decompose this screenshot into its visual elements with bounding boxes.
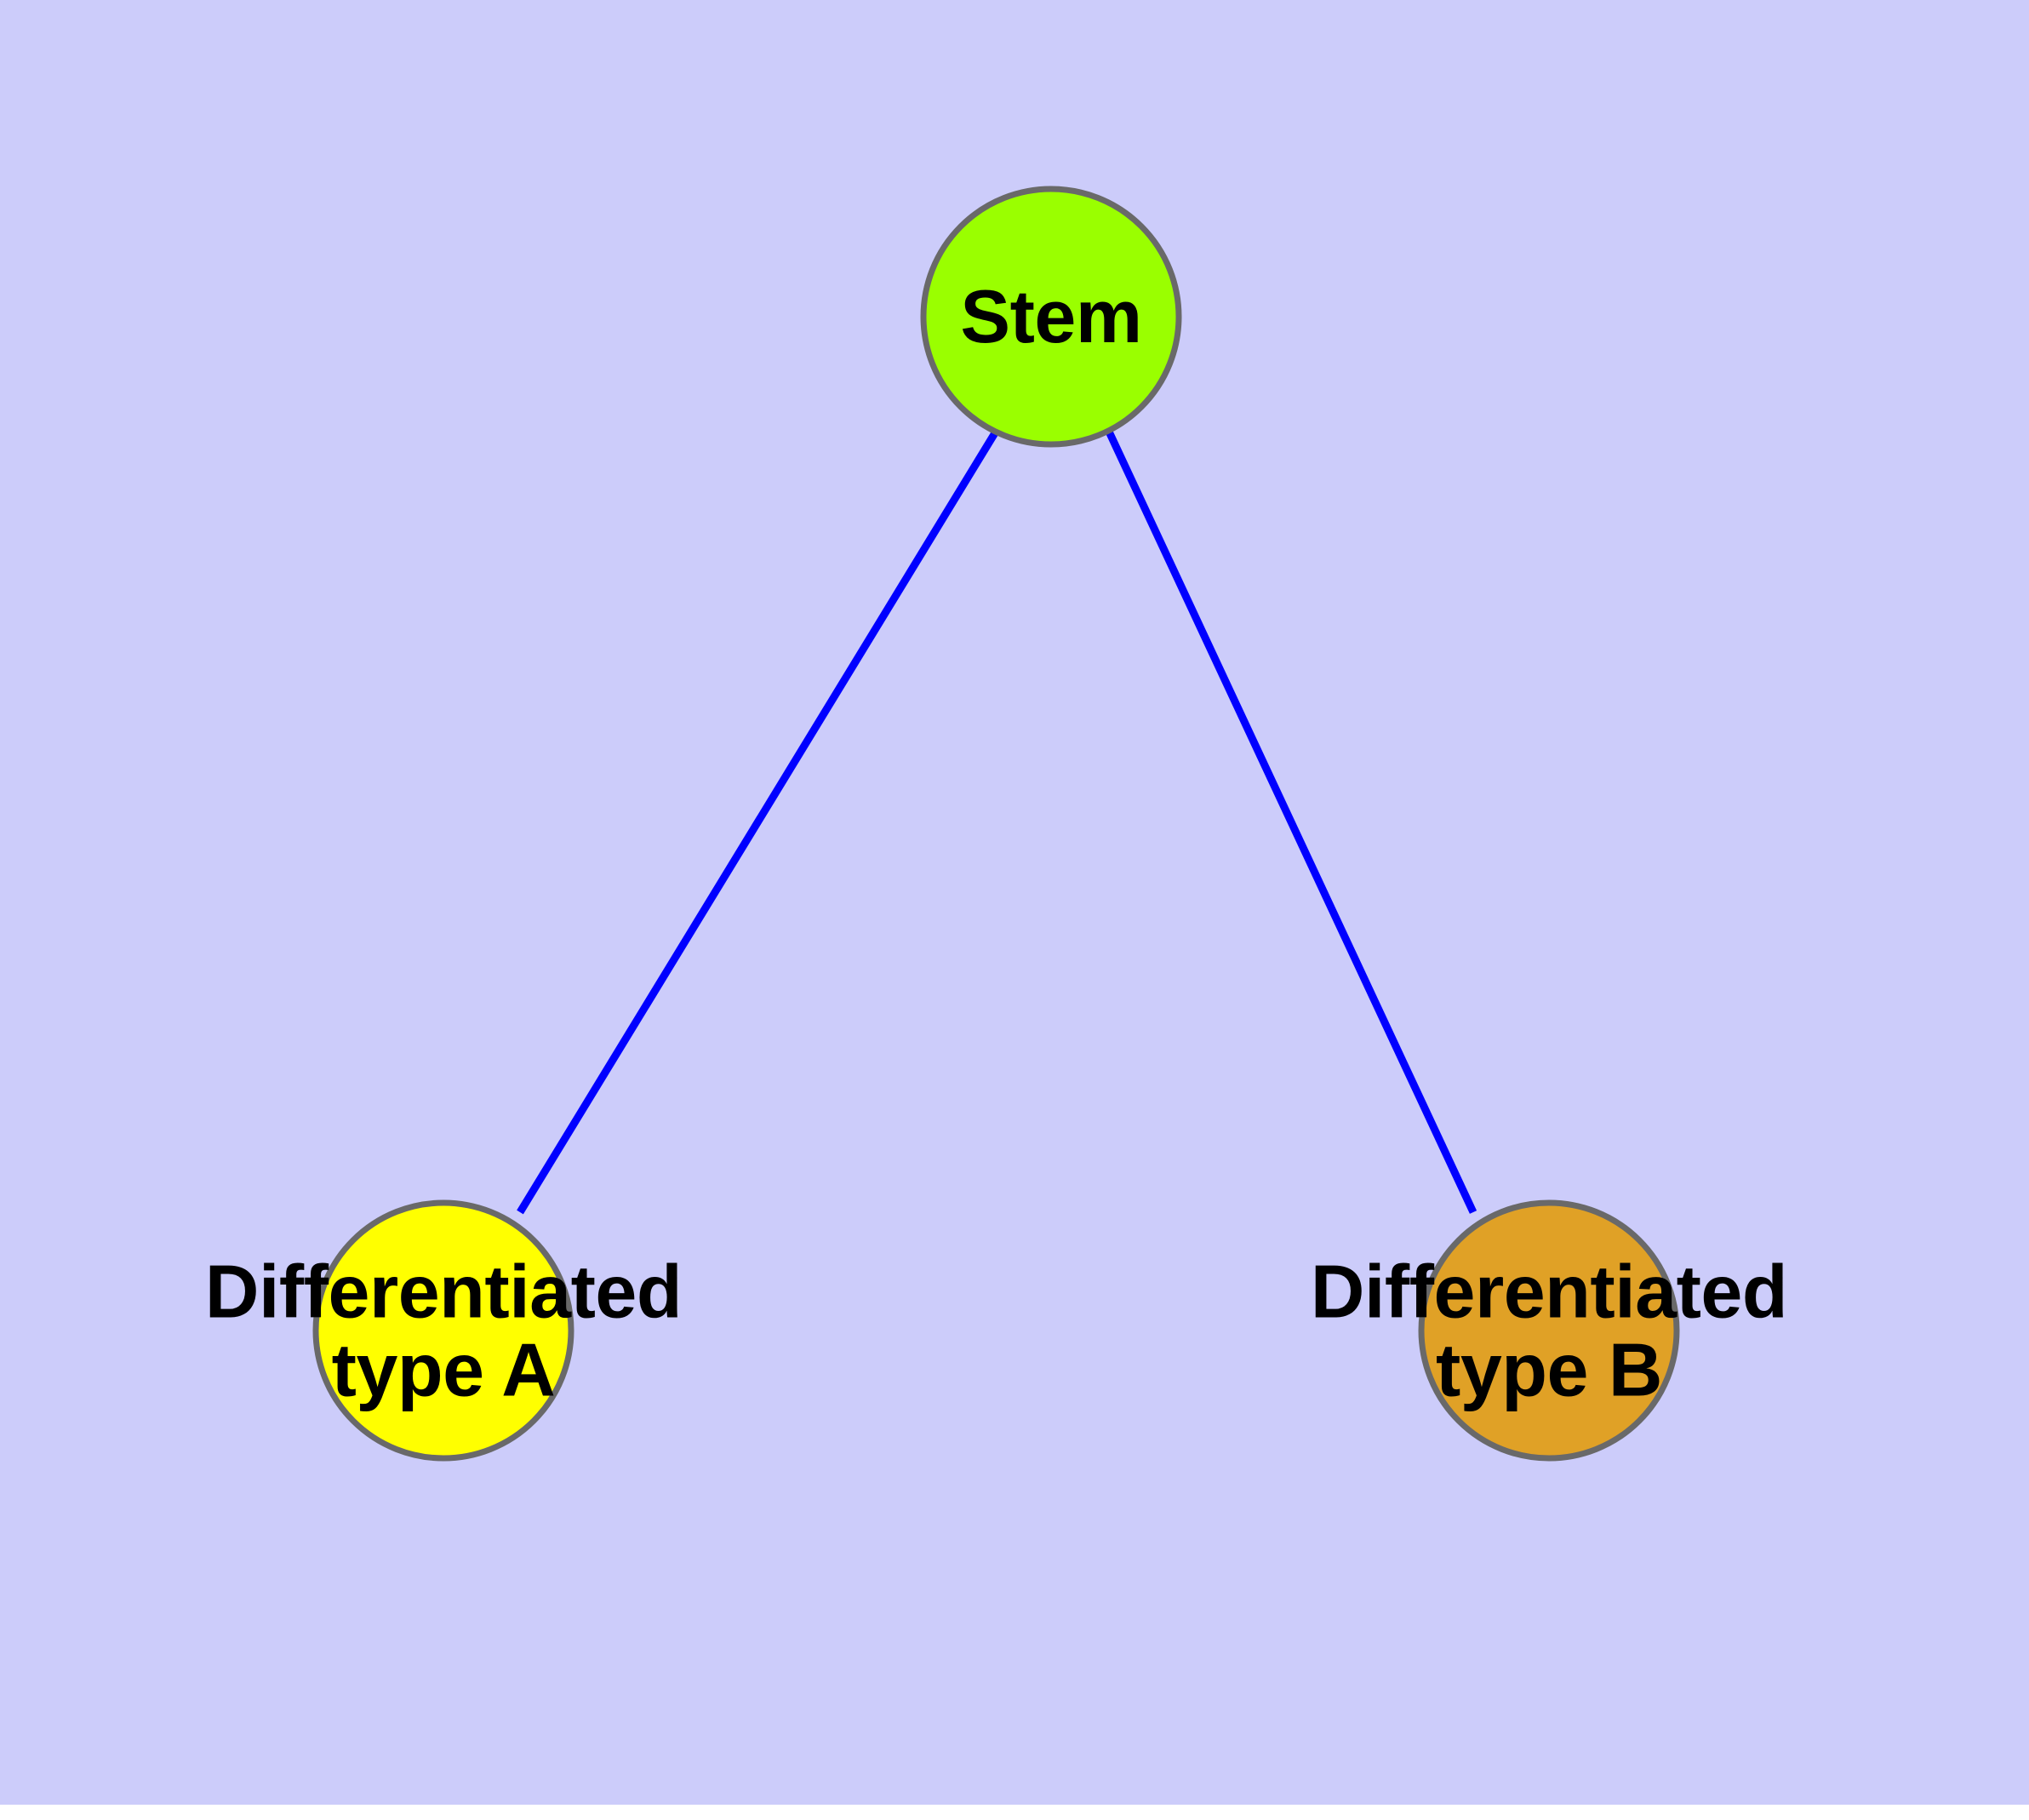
edge-stem-to-diff-b[interactable] [1105, 430, 1477, 1214]
edge-stem-to-diff-a[interactable] [517, 429, 999, 1215]
node-differentiated-type-a-circle[interactable] [312, 1199, 574, 1462]
edge-layer [517, 429, 1477, 1215]
node-stem-circle[interactable] [920, 186, 1182, 448]
node-differentiated-type-b-circle[interactable] [1418, 1199, 1680, 1462]
node-layer [312, 186, 1680, 1462]
